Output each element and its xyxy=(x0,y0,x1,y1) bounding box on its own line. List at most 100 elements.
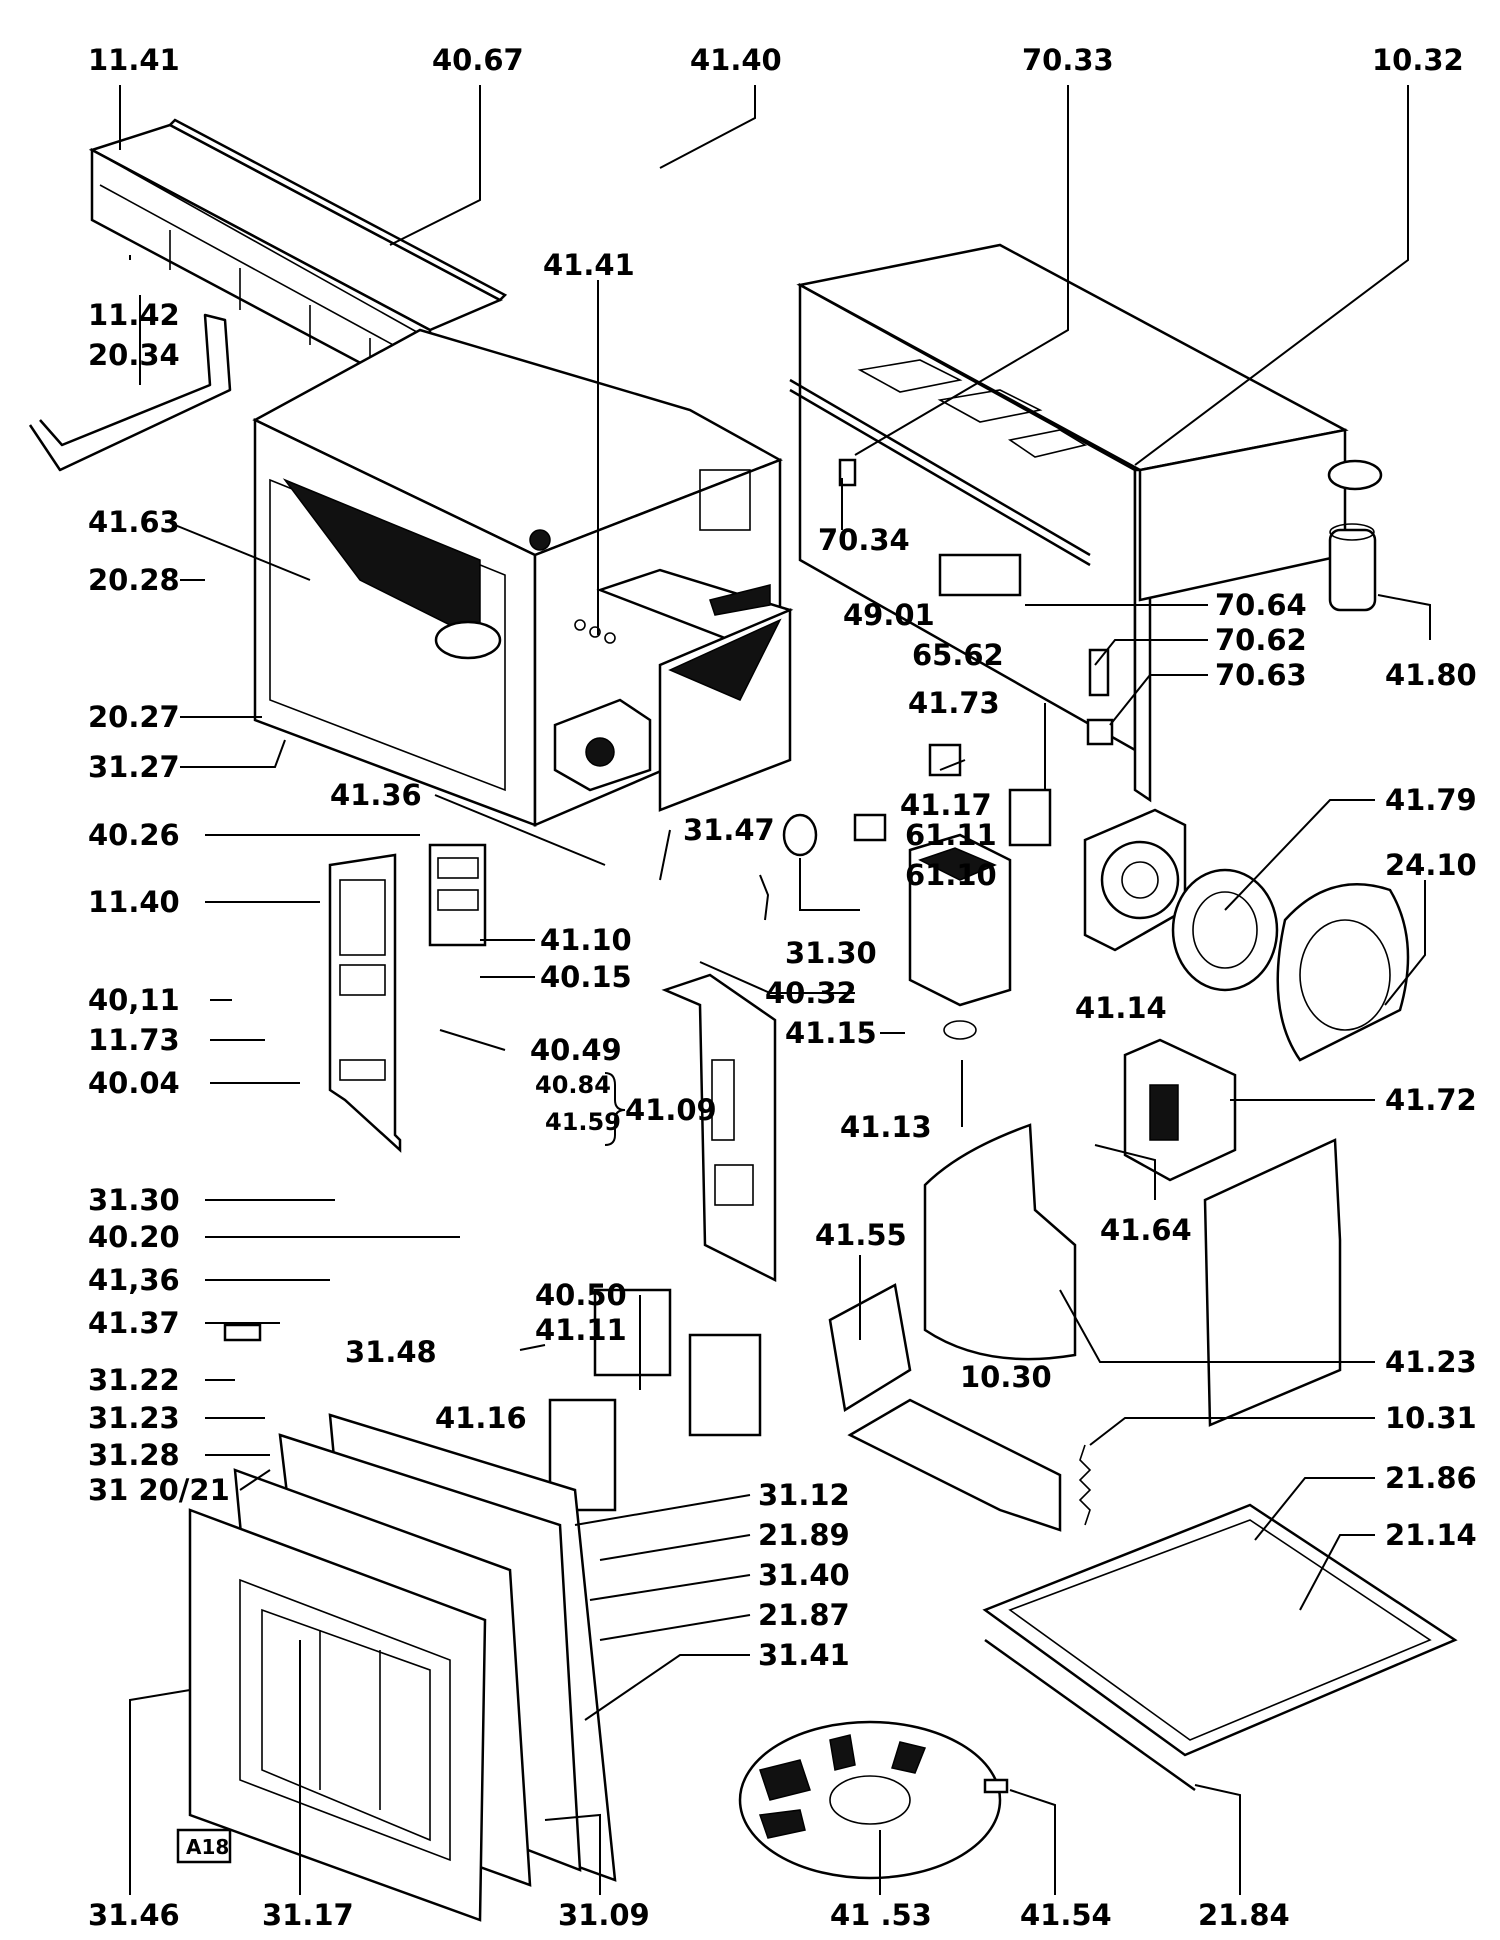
spring xyxy=(1078,1444,1092,1526)
label-70-33: 70.33 xyxy=(1022,43,1114,77)
latch-part xyxy=(223,1323,262,1342)
label-41-72: 41.72 xyxy=(1385,1083,1477,1117)
waveguide-cover xyxy=(548,1398,617,1512)
label-31-47: 31.47 xyxy=(683,813,775,847)
oven-cavity xyxy=(252,328,794,827)
label-11-40: 11.40 xyxy=(88,885,180,919)
thermal-switch xyxy=(1086,718,1114,746)
wire-bracket xyxy=(28,313,232,472)
label-31-12: 31.12 xyxy=(758,1478,850,1512)
label-41-09: 41.09 xyxy=(625,1093,717,1127)
label-41-16: 41.16 xyxy=(435,1401,527,1435)
label-65-62: 65.62 xyxy=(912,638,1004,672)
label-10-31: 10.31 xyxy=(1385,1401,1477,1435)
label-41-53: 41 .53 xyxy=(830,1898,932,1932)
magnetron xyxy=(908,833,1012,1040)
label-70-62: 70.62 xyxy=(1215,623,1307,657)
label-31-27: 31.27 xyxy=(88,750,180,784)
label-41-73: 41.73 xyxy=(908,686,1000,720)
relay xyxy=(928,743,962,777)
label-21-87: 21.87 xyxy=(758,1598,850,1632)
label-20-28: 20.28 xyxy=(88,563,180,597)
group-bracket xyxy=(604,1072,626,1146)
label-31-30-b: 31.30 xyxy=(88,1183,180,1217)
label-61-11: 61.11 xyxy=(905,818,997,852)
label-41-54: 41.54 xyxy=(1020,1898,1112,1932)
label-31-41: 31.41 xyxy=(758,1638,850,1672)
label-40-67: 40.67 xyxy=(432,43,524,77)
fan-assembly xyxy=(1083,808,1410,1062)
transformer xyxy=(1123,1038,1237,1182)
small-box xyxy=(853,813,887,842)
label-41-59: 41.59 xyxy=(545,1108,621,1136)
label-40-11: 40,11 xyxy=(88,983,180,1017)
label-41-13: 41.13 xyxy=(840,1110,932,1144)
label-41-15: 41.15 xyxy=(785,1016,877,1050)
front-grille-strip xyxy=(88,118,508,403)
label-31-22: 31.22 xyxy=(88,1363,180,1397)
label-31-28: 31.28 xyxy=(88,1438,180,1472)
front-trim-strip xyxy=(847,1398,1062,1532)
label-11-73: 11.73 xyxy=(88,1023,180,1057)
control-board-frame xyxy=(661,973,777,1283)
label-41-14: 41.14 xyxy=(1075,991,1167,1025)
drawing-layer xyxy=(28,118,1458,1922)
label-41-55: 41.55 xyxy=(815,1218,907,1252)
circuit-board xyxy=(828,1283,912,1413)
label-70-64: 70.64 xyxy=(1215,588,1307,622)
label-31-46: 31.46 xyxy=(88,1898,180,1932)
filter-board xyxy=(938,553,1022,597)
label-21-86: 21.86 xyxy=(1385,1461,1477,1495)
label-40-15: 40.15 xyxy=(540,960,632,994)
label-41-10: 41.10 xyxy=(540,923,632,957)
figure-id-box xyxy=(176,1828,232,1864)
control-panel xyxy=(328,843,487,1153)
fuse-holder xyxy=(1088,648,1110,697)
leader-lines xyxy=(119,85,1431,1895)
label-70-34: 70.34 xyxy=(818,523,910,557)
label-40-26: 40.26 xyxy=(88,818,180,852)
air-duct xyxy=(923,1123,1077,1361)
label-21-14: 21.14 xyxy=(1385,1518,1477,1552)
label-20-34: 20.34 xyxy=(88,338,180,372)
label-41-37: 41.37 xyxy=(88,1306,180,1340)
turntable-motor xyxy=(1008,788,1052,847)
label-31-23: 31.23 xyxy=(88,1401,180,1435)
label-21-89: 21.89 xyxy=(758,1518,850,1552)
label-41-11: 41.11 xyxy=(535,1313,627,1347)
label-31-40: 31.40 xyxy=(758,1558,850,1592)
label-41-64: 41.64 xyxy=(1100,1213,1192,1247)
glass-tray xyxy=(982,1503,1458,1792)
label-20-27: 20.27 xyxy=(88,700,180,734)
door-assembly xyxy=(188,1413,617,1922)
label-24-10: 24.10 xyxy=(1385,848,1477,882)
label-41-79: 41.79 xyxy=(1385,783,1477,817)
label-10-30: 10.30 xyxy=(960,1360,1052,1394)
label-41-40: 41.40 xyxy=(690,43,782,77)
label-31-20-21: 31 20/21 xyxy=(88,1473,230,1507)
label-70-63: 70.63 xyxy=(1215,658,1307,692)
label-40-84: 40.84 xyxy=(535,1071,611,1099)
turntable xyxy=(738,1720,1002,1880)
label-61-10: 61.10 xyxy=(905,858,997,892)
label-41-23: 41.23 xyxy=(1385,1345,1477,1379)
label-41-63: 41.63 xyxy=(88,505,180,539)
label-40-20: 40.20 xyxy=(88,1220,180,1254)
lower-bracket xyxy=(593,1288,672,1377)
capacitor-small xyxy=(782,813,818,857)
label-31-30-a: 31.30 xyxy=(785,936,877,970)
cover-plate xyxy=(1203,1138,1342,1427)
label-41-36-a: 41.36 xyxy=(330,778,422,812)
outer-cabinet xyxy=(789,243,1349,803)
label-11-42: 11.42 xyxy=(88,298,180,332)
label-40-49: 40.49 xyxy=(530,1033,622,1067)
label-40-50: 40.50 xyxy=(535,1278,627,1312)
label-41-80: 41.80 xyxy=(1385,658,1477,692)
part-labels: 11.41 40.67 41.40 70.33 10.32 41.41 11.4… xyxy=(88,43,1477,1932)
label-31-17: 31.17 xyxy=(262,1898,354,1932)
label-49-01: 49.01 xyxy=(843,598,935,632)
roller-coupler xyxy=(983,1778,1009,1794)
label-11-41: 11.41 xyxy=(88,43,180,77)
label-41-36-b: 41,36 xyxy=(88,1263,180,1297)
